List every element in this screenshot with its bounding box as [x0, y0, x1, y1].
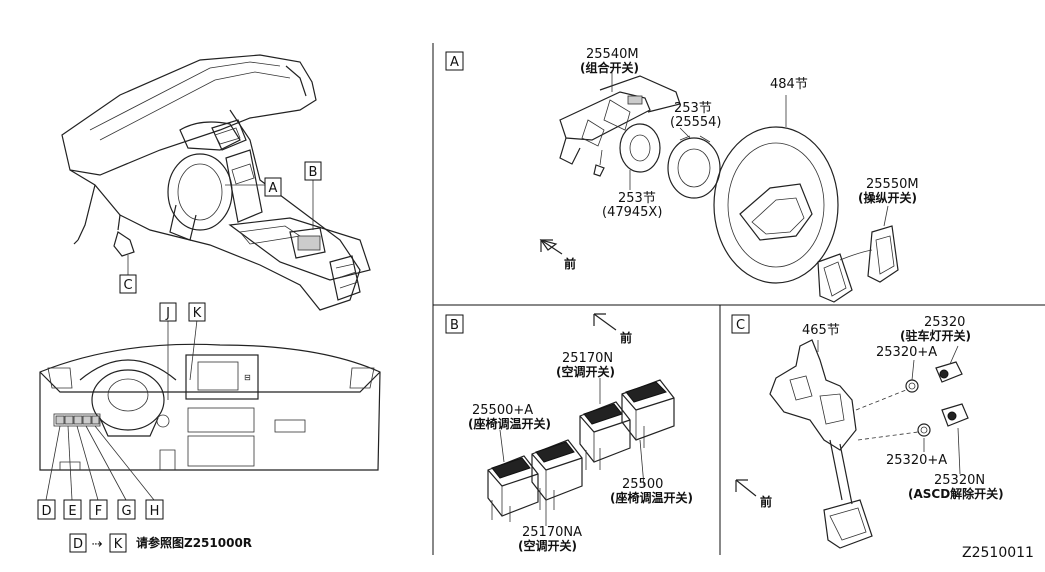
part-25540M-number: 25540M: [586, 47, 639, 62]
label-text: ⇢: [92, 537, 103, 552]
panel-a: A: [445, 47, 919, 303]
switch-module-25170NA: [531, 439, 583, 510]
part-25170N-desc: (空调开关): [556, 364, 615, 379]
ascd-switch-drawing: [941, 403, 969, 427]
part-25550M-number: 25550M: [866, 177, 919, 192]
panel-c-label-box: [731, 314, 750, 334]
label-text: 请参照图Z251000R: [136, 535, 252, 550]
callout-box-h: H: [145, 499, 164, 520]
label-text: G: [121, 504, 131, 519]
part-253-a-sub: (25554): [670, 115, 722, 130]
label-text: F: [95, 504, 102, 519]
dashboard-overview-drawing: [61, 54, 371, 311]
part-25540M-desc: (组合开关): [580, 60, 639, 75]
panel-b: B 前: [445, 313, 693, 553]
panel-c: C: [731, 314, 1004, 549]
steering-wheel-drawing: [713, 95, 839, 284]
label-text: K: [193, 306, 202, 321]
callout-box-a-overview: A: [264, 177, 282, 197]
clock-spring-drawing: [619, 123, 661, 173]
front-label-a: 前: [564, 256, 576, 271]
switch-nut-top-drawing: [905, 379, 919, 393]
part-25320-number: 25320: [924, 315, 965, 330]
part-25320-desc: (驻车灯开关): [900, 328, 971, 343]
label-text: C: [123, 278, 132, 293]
panel-dividers: [432, 43, 1045, 555]
panel-b-label: B: [450, 318, 459, 333]
callout-box-g: G: [117, 499, 136, 520]
figure-id: Z2510011: [962, 545, 1034, 561]
part-25500A-number: 25500+A: [472, 403, 533, 418]
front-arrow-icon-a: [539, 238, 563, 255]
callout-box-j: J: [159, 302, 177, 322]
callout-box-d: D: [37, 499, 56, 520]
label-text: B: [309, 165, 318, 180]
steering-switch-drawing: [817, 205, 899, 303]
callout-box-e: E: [63, 499, 82, 520]
front-label-c: 前: [760, 494, 772, 509]
panel-a-label: A: [450, 55, 459, 70]
part-25320N-number: 25320N: [934, 473, 985, 488]
label-text: K: [114, 537, 123, 552]
part-253-b-sub: (47945X): [602, 205, 662, 220]
part-253-a-number: 253节: [674, 101, 712, 116]
switch-module-25500: [621, 379, 675, 448]
instrument-panel-front-drawing: ⊟: [39, 319, 381, 501]
pedal-bracket-drawing: [769, 339, 873, 549]
parking-light-switch-drawing: [935, 361, 963, 383]
label-text: A: [269, 181, 278, 196]
part-25500A-desc: (座椅调温开关): [468, 416, 551, 431]
reference-note: D ⇢ K 请参照图Z251000R: [69, 533, 252, 553]
part-253-b-number: 253节: [618, 191, 656, 206]
switch-nut-bottom-drawing: [917, 423, 931, 437]
part-25550M-desc: (操纵开关): [858, 190, 917, 205]
label-text: D: [73, 537, 83, 552]
front-arrow-icon-c: [735, 479, 757, 497]
callout-box-c-overview: C: [119, 274, 137, 294]
panel-c-label: C: [736, 318, 745, 333]
label-text: D: [41, 504, 51, 519]
label-text: ⊟: [244, 373, 251, 382]
part-25170N-number: 25170N: [562, 351, 613, 366]
switch-module-25500A: [487, 455, 539, 522]
part-25500-number: 25500: [622, 477, 663, 492]
part-25170NA-number: 25170NA: [522, 525, 582, 540]
part-25170NA-desc: (空调开关): [518, 538, 577, 553]
label-text: E: [68, 504, 76, 519]
part-484-number: 484节: [770, 77, 808, 92]
callout-box-b-overview: B: [304, 161, 322, 181]
label-text: J: [165, 306, 170, 321]
part-25500-desc: (座椅调温开关): [610, 490, 693, 505]
front-label-b: 前: [620, 330, 632, 345]
part-25320A-bottom-number: 25320+A: [886, 453, 947, 468]
panel-a-label-box: [445, 51, 464, 71]
label-text: H: [150, 504, 160, 519]
part-25320N-desc: (ASCD解除开关): [908, 486, 1004, 501]
callout-box-k: K: [188, 302, 206, 322]
panel-b-label-box: [445, 314, 464, 334]
callout-box-f: F: [89, 499, 108, 520]
spiral-cable-drawing: [667, 135, 721, 199]
part-465-number: 465节: [802, 323, 840, 338]
front-arrow-icon-b: [593, 313, 617, 331]
combination-switch-drawing: [559, 75, 681, 177]
part-25320A-top-number: 25320+A: [876, 345, 937, 360]
